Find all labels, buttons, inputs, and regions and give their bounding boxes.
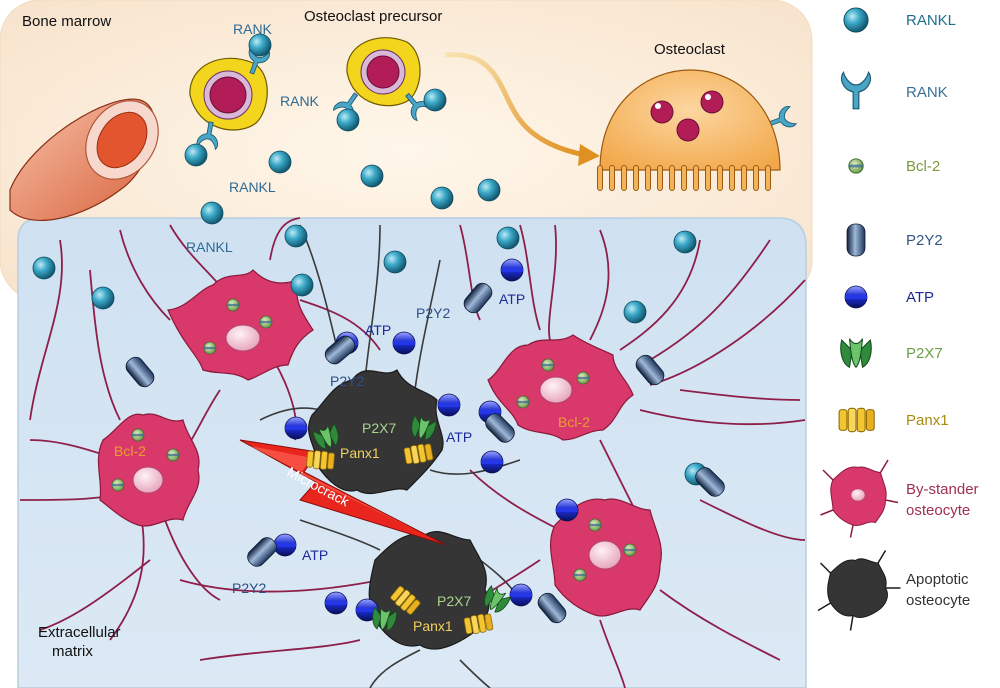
p2x7-icon xyxy=(840,338,872,368)
rank-label-1: RANK xyxy=(233,21,273,37)
legend-label-p2y2: P2Y2 xyxy=(906,232,943,249)
rank-receptor-icon xyxy=(840,71,872,110)
bystander-osteocyte-icon xyxy=(820,459,899,538)
osteoclast-label: Osteoclast xyxy=(654,41,726,58)
atp-icon xyxy=(844,285,868,309)
legend-label-panx1: Panx1 xyxy=(906,412,949,429)
legend-item-rank: RANK xyxy=(840,71,948,110)
blood-vessel xyxy=(9,98,159,221)
bone-marrow-label: Bone marrow xyxy=(22,13,111,30)
panx1-label-1: Panx1 xyxy=(340,445,380,461)
legend: RANKL RANK Bcl-2 P2Y2 ATP P2X7 Panx1 xyxy=(817,7,979,631)
bystander-osteocyte-3 xyxy=(487,334,634,441)
panx1-label-2: Panx1 xyxy=(413,618,453,634)
atp-label-3: ATP xyxy=(446,429,472,445)
p2y2-label-2: P2Y2 xyxy=(330,373,364,389)
legend-label-p2x7: P2X7 xyxy=(906,345,943,362)
differentiation-arrow xyxy=(444,52,586,158)
rankl-sphere-icon xyxy=(843,7,869,33)
legend-item-bcl2: Bcl-2 xyxy=(848,158,940,175)
extracellular-matrix-label-2: matrix xyxy=(52,643,93,660)
bcl2-label-1: Bcl-2 xyxy=(114,443,146,459)
bcl2-label-2: Bcl-2 xyxy=(558,414,590,430)
rankl-label-1: RANKL xyxy=(229,179,276,195)
bystander-osteocyte-2 xyxy=(97,413,200,527)
bystander-osteocyte-4 xyxy=(549,498,662,617)
p2y2-label-3: P2Y2 xyxy=(232,580,266,596)
legend-item-bystander: By-stander osteocyte xyxy=(820,459,979,538)
p2y2-icon xyxy=(846,223,866,257)
legend-item-panx1: Panx1 xyxy=(838,407,949,433)
legend-label-rank: RANK xyxy=(906,84,948,101)
legend-label-rankl: RANKL xyxy=(906,12,956,29)
apoptotic-osteocyte-icon xyxy=(817,550,901,631)
p2x7-label-1: P2X7 xyxy=(362,420,396,436)
bcl2-icon xyxy=(848,158,864,174)
osteoclast-precursor-label: Osteoclast precursor xyxy=(304,8,442,25)
legend-item-apoptotic: Apoptotic osteocyte xyxy=(817,550,970,631)
legend-item-atp: ATP xyxy=(844,285,934,309)
atp-label-4: ATP xyxy=(302,547,328,563)
dendrite-network xyxy=(19,217,806,688)
legend-label-bystander-1: By-stander xyxy=(906,481,979,498)
extracellular-matrix-label-1: Extracellular xyxy=(38,624,121,641)
legend-label-atp: ATP xyxy=(906,289,934,306)
rank-label-2: RANK xyxy=(280,93,320,109)
osteoclast-precursor-2 xyxy=(346,37,421,107)
p2y2-label-1: P2Y2 xyxy=(416,305,450,321)
legend-item-p2y2: P2Y2 xyxy=(846,223,943,257)
legend-item-rankl: RANKL xyxy=(843,7,956,33)
osteoclast-precursor-1 xyxy=(189,57,268,131)
atp-label-1: ATP xyxy=(365,322,391,338)
legend-item-p2x7: P2X7 xyxy=(840,338,943,368)
rankl-label-2: RANKL xyxy=(186,239,233,255)
p2x7-label-2: P2X7 xyxy=(437,593,471,609)
legend-label-apoptotic-1: Apoptotic xyxy=(906,571,969,588)
atp-label-2: ATP xyxy=(499,291,525,307)
panx1-icon xyxy=(838,407,875,433)
legend-label-bystander-2: osteocyte xyxy=(906,502,970,519)
legend-label-bcl2: Bcl-2 xyxy=(906,158,940,175)
osteoclast xyxy=(597,69,781,191)
bystander-osteocyte-1 xyxy=(167,269,314,381)
legend-label-apoptotic-2: osteocyte xyxy=(906,592,970,609)
